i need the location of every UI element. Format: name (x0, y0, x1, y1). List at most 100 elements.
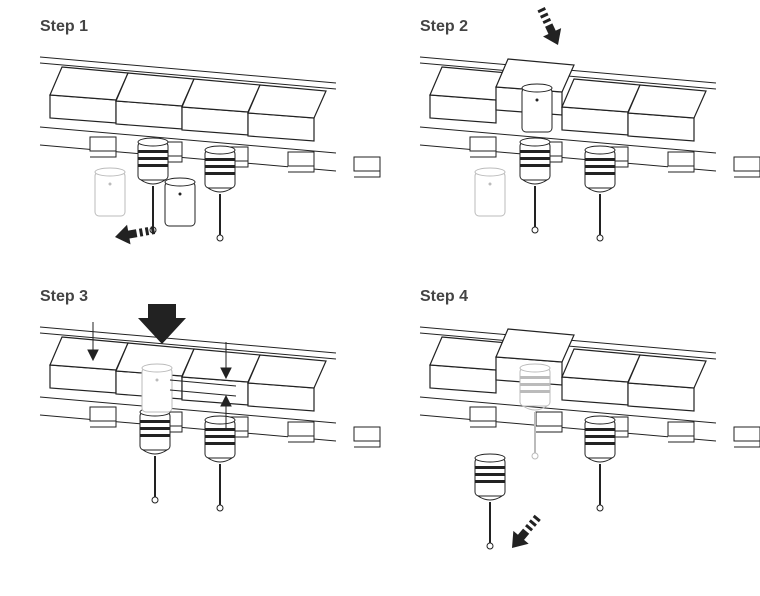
arrow-move-left (115, 224, 156, 245)
probe-ring (140, 420, 170, 423)
rack-base-rail (39, 126, 337, 172)
rack-clamp (535, 411, 563, 433)
rack-clamp (733, 426, 760, 448)
cover-body (521, 87, 553, 133)
probe-ring (138, 150, 168, 153)
arrow-stripe (528, 519, 537, 527)
probe-body (584, 149, 616, 189)
probe-base (522, 405, 548, 411)
probe-ring (138, 164, 168, 167)
rack-base-rail (39, 396, 337, 442)
stylus-ball (216, 504, 224, 512)
rack-clamp (667, 151, 695, 173)
cover-top (94, 167, 126, 177)
cover-hole (155, 378, 159, 382)
probe-top (474, 453, 506, 463)
step-4-title: Step 4 (420, 288, 469, 305)
probe-body (139, 411, 171, 451)
arrow-stripe (144, 227, 150, 236)
probe-body (519, 367, 551, 407)
port-lid-top (561, 78, 641, 113)
probe-ring (205, 435, 235, 438)
step-2-title: Step 2 (420, 18, 469, 35)
arrow-move-down-left (512, 514, 541, 548)
probe-ring (520, 150, 550, 153)
probe-ghost (519, 363, 551, 460)
cover-hole (535, 98, 539, 102)
step-3-title: Step 3 (40, 288, 89, 305)
port-lid-top (181, 78, 261, 113)
probe-1 (137, 137, 169, 234)
probe-base (142, 449, 168, 455)
probe-ring (138, 157, 168, 160)
probe-ring (520, 376, 550, 379)
probe-removed (474, 453, 506, 550)
probe-top (584, 145, 616, 155)
cover-top (164, 177, 196, 187)
rack-step-4 (419, 326, 760, 448)
rack-clamp (353, 426, 381, 448)
arrow-move-up (537, 7, 562, 45)
rack-back-rail (39, 326, 337, 360)
probe-top (204, 415, 236, 425)
cover-ghost (474, 167, 506, 217)
port-lid-top (561, 348, 641, 383)
probe-ring (475, 480, 505, 483)
cover-hole (178, 192, 182, 196)
probe-2 (204, 145, 236, 242)
arrow-stripe (540, 12, 549, 19)
port-lid-top (627, 84, 707, 119)
stylus-ball (216, 234, 224, 242)
probe-ring (475, 466, 505, 469)
probe-1 (139, 407, 171, 504)
stylus-ball (596, 234, 604, 242)
probe-body (519, 141, 551, 181)
probe-top (204, 145, 236, 155)
cover-ghost (94, 167, 126, 217)
port-lid-top (247, 84, 327, 119)
cover-body (141, 367, 173, 413)
probe-base (140, 179, 166, 185)
arrow-gap-top (220, 342, 232, 380)
probe-top (137, 137, 169, 147)
rack-clamp (469, 136, 497, 158)
rack-clamp (733, 156, 760, 178)
rack-step-1 (39, 56, 381, 178)
rack-clamp (89, 136, 117, 158)
stylus-ball (151, 496, 159, 504)
arrow-press-down (138, 285, 186, 344)
cover-top (141, 363, 173, 373)
arrow-head (512, 528, 530, 548)
cover-top (474, 167, 506, 177)
rack-back-rail (39, 56, 337, 90)
cover-hole (108, 182, 112, 186)
arrow-stripe (532, 514, 541, 523)
probe-ring (585, 172, 615, 175)
probe-ring (520, 390, 550, 393)
step-1-title: Step 1 (40, 18, 89, 35)
probe-top (519, 363, 551, 373)
probe-2 (204, 415, 236, 512)
arrow-head (543, 23, 562, 45)
cover-lifted (521, 83, 553, 133)
probe-ring (205, 158, 235, 161)
rack-clamp (287, 421, 315, 443)
port-lid-top (495, 58, 575, 93)
probe-ring (205, 442, 235, 445)
probe-ring (520, 164, 550, 167)
port-lid-top (49, 66, 129, 101)
gap-lines (169, 379, 237, 397)
probe-ring (585, 435, 615, 438)
stylus-ball (486, 542, 494, 550)
cover-body (94, 171, 126, 217)
probe-ring (585, 158, 615, 161)
arrow-stripe (138, 228, 144, 237)
probe-base (587, 457, 613, 463)
arrow-gap-bottom (220, 394, 232, 430)
rack-clamp (353, 156, 381, 178)
rack-clamp (287, 151, 315, 173)
cover-body (474, 171, 506, 217)
cover-moving (164, 177, 196, 227)
probe-ring (520, 383, 550, 386)
stylus-ball (531, 452, 539, 460)
